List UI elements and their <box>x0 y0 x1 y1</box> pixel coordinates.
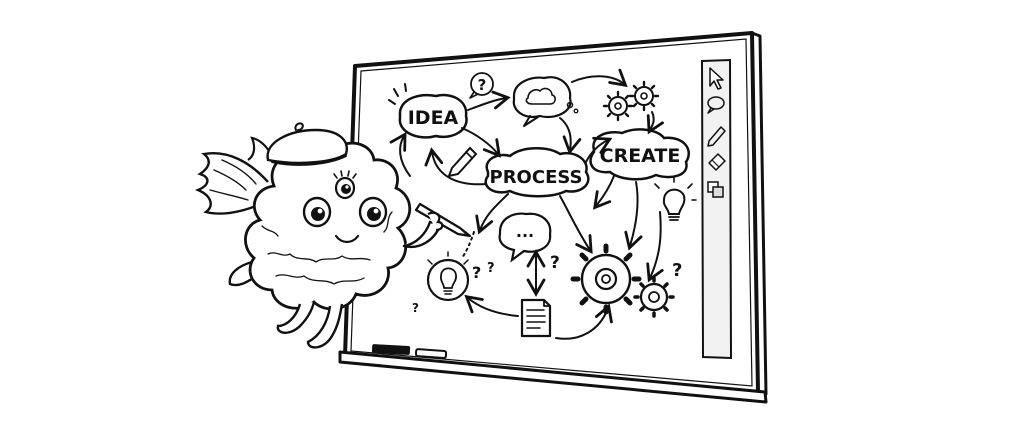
gears-small-icon <box>602 80 660 122</box>
chat-bubble-ellipsis: ... <box>498 212 552 263</box>
document-icon <box>520 298 552 338</box>
idea-label: IDEA <box>408 107 459 129</box>
question-mark-4: ? <box>672 260 682 281</box>
process-node: PROCESS <box>484 147 590 198</box>
mascot-right-arm <box>402 202 472 249</box>
question-mark-1: ? <box>550 253 560 273</box>
create-node: CREATE <box>589 128 690 181</box>
tool-palette <box>700 58 733 360</box>
pen-icon[interactable] <box>707 126 726 147</box>
tool-palette-panel <box>700 58 733 360</box>
mascot-beret <box>266 122 348 166</box>
marker-pen[interactable] <box>371 344 411 355</box>
thought-cloud-bubble <box>512 76 579 127</box>
mascot-body <box>244 141 412 311</box>
mascot-eyes <box>302 170 388 228</box>
idea-node: IDEA <box>388 83 468 139</box>
eraser-icon[interactable] <box>708 153 726 171</box>
mascot-marker-pen <box>414 202 472 238</box>
lightbulb-circle-icon <box>426 251 470 302</box>
flow-arrows <box>389 68 664 340</box>
lightbulb-small-icon <box>654 176 697 221</box>
question-bubble: ? <box>469 72 494 99</box>
question-mark-2: ? <box>472 263 481 282</box>
cloud-mascot <box>194 122 472 349</box>
question-mark-3: ? <box>487 261 495 276</box>
question-mark-5: ? <box>412 301 419 315</box>
mascot-smile <box>334 234 360 244</box>
layers-icon[interactable] <box>707 181 724 198</box>
marker-tray <box>338 344 768 404</box>
mascot-legs <box>276 301 344 349</box>
chat-ellipsis: ... <box>516 222 534 241</box>
cursor-arrow-icon[interactable] <box>709 67 724 90</box>
process-label: PROCESS <box>490 167 583 188</box>
create-label: CREATE <box>600 145 681 167</box>
speech-bubble-icon[interactable] <box>707 96 725 114</box>
question-mark: ? <box>478 76 487 94</box>
pencil-doodle-icon <box>447 146 478 178</box>
eraser-block[interactable] <box>414 348 448 359</box>
